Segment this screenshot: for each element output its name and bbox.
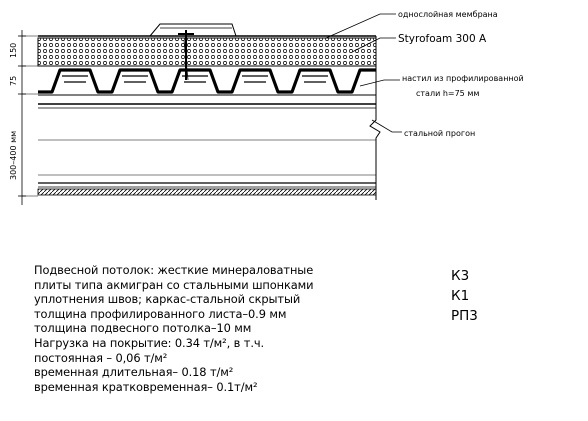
label-deck-line1: настил из профилированной: [402, 74, 524, 83]
classification-codes: К3 К1 РП3: [451, 266, 478, 326]
note-line: временная кратковременная– 0.1т/м²: [34, 379, 258, 394]
roof-cross-section: 150 75 300–400 мм однослойная мембрана S…: [9, 10, 524, 205]
note-line: уплотнения швов; каркас-стальной скрытый: [34, 292, 301, 307]
specification-notes: Подвесной потолок: жесткие минераловатны…: [34, 263, 414, 394]
label-insulation: Styrofoam 300 A: [398, 33, 487, 45]
note-line: временная длительная– 0.18 т/м²: [34, 365, 234, 380]
dim-deck: 75: [9, 76, 18, 86]
leader-lines: [325, 13, 402, 133]
dim-insulation: 150: [9, 43, 18, 58]
fastener: [178, 30, 194, 81]
note-line: плиты типа акмигран со стальными шпонкам…: [34, 277, 314, 292]
dimension-chain: 150 75 300–400 мм: [9, 30, 38, 205]
note-line: Нагрузка на покрытие: 0.34 т/м², в т.ч.: [34, 335, 265, 350]
note-line: постоянная – 0,06 т/м²: [34, 350, 168, 365]
suspended-ceiling: [37, 188, 377, 196]
code-k3: К3: [451, 268, 470, 284]
label-deck-line2: стали h=75 мм: [416, 89, 479, 98]
membrane-overlap: [149, 23, 237, 37]
label-membrane: однослойная мембрана: [398, 10, 498, 19]
insulation-layer: [37, 37, 377, 67]
note-line: толщина профилированного листа–0.9 мм: [34, 306, 287, 321]
dim-purlin: 300–400 мм: [9, 131, 18, 180]
label-purlin: стальной прогон: [404, 129, 475, 138]
profiled-deck: [38, 68, 376, 94]
note-line: Подвесной потолок: жесткие минераловатны…: [34, 263, 314, 277]
note-line: толщина подвесного потолка–10 мм: [34, 321, 252, 336]
code-rp3: РП3: [451, 308, 478, 324]
code-k1: К1: [451, 288, 470, 304]
